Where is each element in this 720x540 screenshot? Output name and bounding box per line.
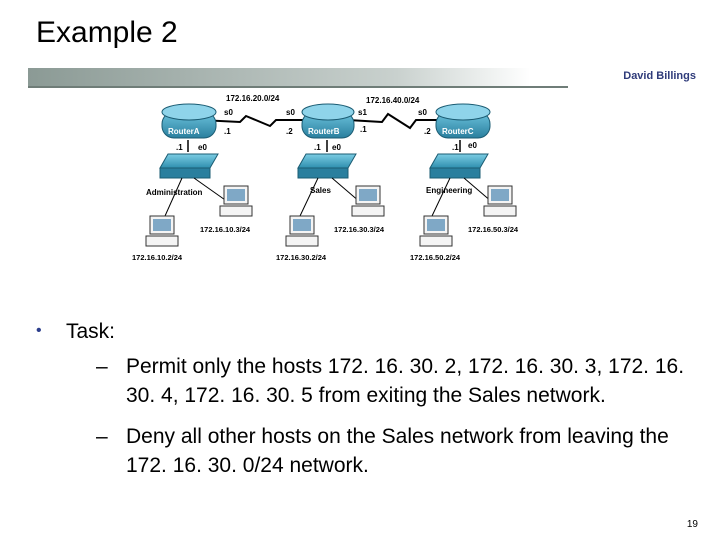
host-ip: 172.16.30.3/24 [334,225,385,234]
switch-admin-icon [159,153,219,179]
svg-text:.1: .1 [360,125,367,134]
bullet-icon: • [36,322,42,339]
router-b-label: RouterB [308,127,340,136]
svg-text:e0: e0 [332,143,341,152]
svg-text:.2: .2 [424,127,431,136]
svg-text:s0: s0 [224,108,233,117]
switch-eng-icon [429,153,489,179]
svg-text:.1: .1 [224,127,231,136]
serial-link-bc [347,112,442,130]
host-ip: 172.16.10.2/24 [132,253,183,262]
author-name: David Billings [623,70,696,82]
host-ip: 172.16.10.3/24 [200,225,251,234]
router-a-label: RouterA [168,127,200,136]
svg-text:s0: s0 [286,108,295,117]
task-label: Task: [66,320,116,343]
lan-admin-label: Administration [146,188,203,197]
dash-icon: – [96,425,108,448]
dash-icon: – [96,355,108,378]
switch-sales-icon [297,153,357,179]
task-item-text: Permit only the hosts 172. 16. 30. 2, 17… [126,355,685,407]
header-banner [28,68,698,88]
router-b-icon: RouterB [301,103,355,139]
svg-text:.2: .2 [286,127,293,136]
svg-text:.1: .1 [176,143,183,152]
router-c-label: RouterC [442,127,474,136]
page-number: 19 [686,519,698,530]
slide-title: Example 2 [36,16,178,49]
net-label-20: 172.16.20.0/24 [226,94,280,103]
svg-text:e0: e0 [468,141,477,150]
svg-text:s1: s1 [358,108,367,117]
router-a-icon: RouterA [161,103,217,139]
svg-text:.1: .1 [452,143,459,152]
host-ip: 172.16.50.2/24 [410,253,461,262]
net-label-40: 172.16.40.0/24 [366,96,420,105]
lan-sales-label: Sales [310,186,331,195]
lan-eng-label: Engineering [426,186,472,195]
svg-text:e0: e0 [198,143,207,152]
task-item-text: Deny all other hosts on the Sales networ… [126,425,669,477]
host-ip: 172.16.30.2/24 [276,253,327,262]
svg-text:.1: .1 [314,143,321,152]
host-ip: 172.16.50.3/24 [468,225,519,234]
network-diagram: RouterA RouterB RouterC [132,94,519,262]
router-c-icon: RouterC [435,103,491,139]
serial-link-ab [199,114,308,128]
svg-text:s0: s0 [418,108,427,117]
